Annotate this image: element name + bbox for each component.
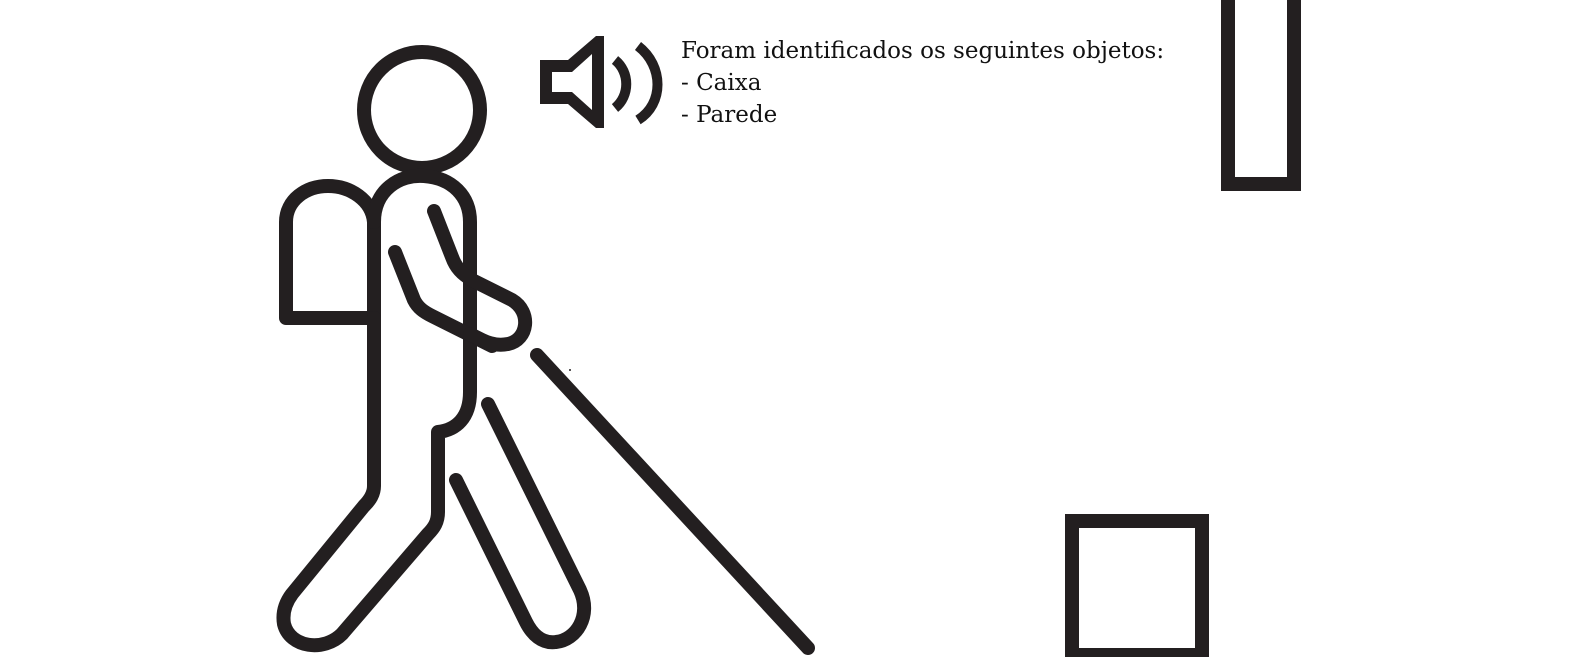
- backpack: [279, 179, 381, 325]
- sound-wave-small: [611, 56, 632, 112]
- detected-objects-announcement: Foram identificados os seguintes objetos…: [681, 35, 1164, 131]
- announcement-heading: Foram identificados os seguintes objetos…: [681, 38, 1165, 64]
- head: [357, 45, 487, 175]
- speck: [569, 369, 571, 371]
- box-object: [1065, 514, 1209, 657]
- blind-person-with-cane-icon: [276, 45, 815, 655]
- detected-object-item: - Parede: [681, 102, 778, 128]
- sound-wave-large: [634, 42, 663, 125]
- back-arm: [388, 245, 499, 353]
- body-outline: [276, 168, 477, 653]
- white-cane: [530, 348, 815, 655]
- wall-object: [1221, 0, 1301, 191]
- speaker-body-cutout: [552, 54, 592, 110]
- front-leg: [449, 397, 592, 650]
- detected-object-item: - Caixa: [681, 70, 762, 96]
- front-arm: [427, 204, 533, 352]
- speaker-sound-icon: [540, 36, 663, 128]
